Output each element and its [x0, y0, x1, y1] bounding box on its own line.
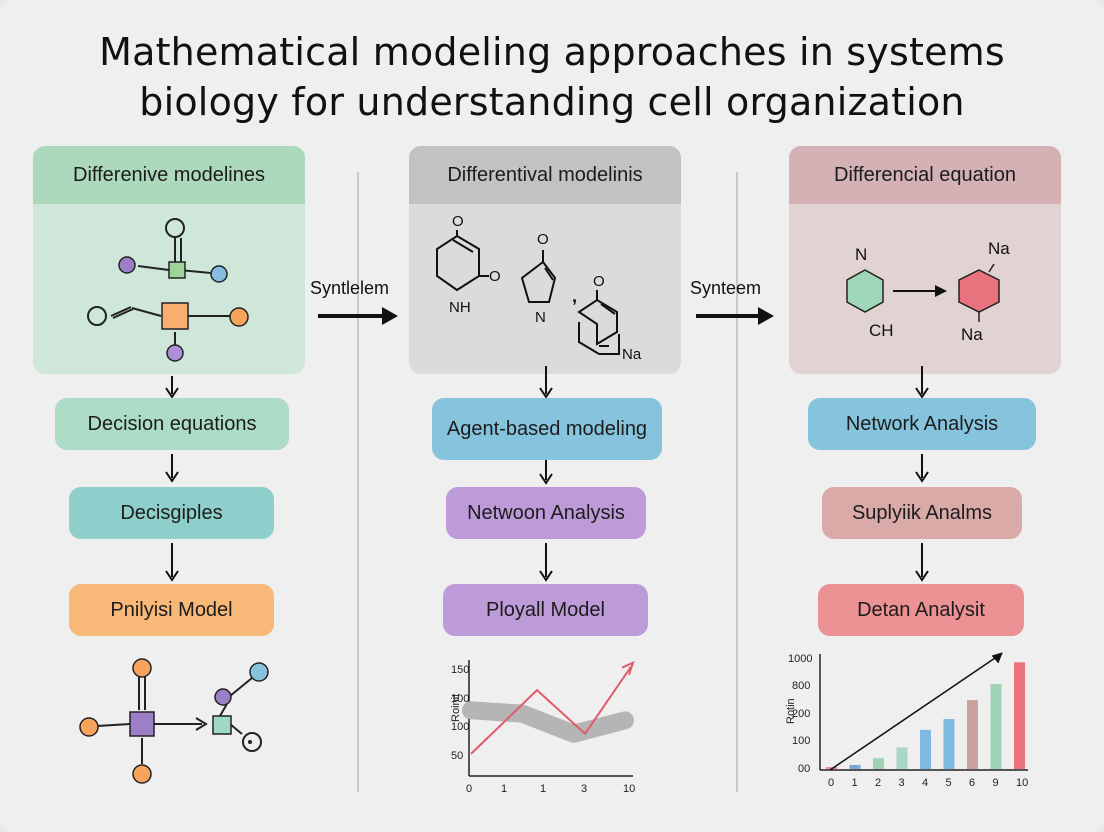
chart1-ytick-2: 100 [451, 721, 469, 733]
arrow-down-icon [539, 460, 553, 485]
mol3-label-ch: CH [869, 321, 894, 340]
arrow-down-icon [539, 543, 553, 582]
molecule-reaction-icon: N Na CH Na [846, 239, 1010, 344]
chart2-ytick-3: 100 [792, 735, 810, 747]
title-line-1: Mathematical modeling approaches in syst… [99, 30, 1005, 74]
step-pnilyisi-model: Pnilyisi Model [69, 584, 274, 636]
step-suplyiik-analms: Suplyiik Analms [822, 487, 1022, 539]
chart1-ytick-0: 150 [451, 664, 469, 676]
bar-3 [896, 747, 908, 769]
bar-2 [873, 758, 884, 769]
chart1-xtick-4: 10 [623, 783, 635, 795]
bar-0 [826, 767, 837, 769]
chart2-xtick-6: 6 [969, 777, 975, 789]
mol-label-o1: O [452, 213, 464, 230]
arrow-label-1: Syntlelem [310, 278, 390, 298]
chart2-xtick-0: 0 [828, 777, 834, 789]
line-chart: Roinit 150 100 100 50 0 1 1 3 10 [450, 660, 635, 795]
mol3-label-na2: Na [961, 325, 983, 344]
panel-differenive-modelines: Differenive modelines [33, 146, 305, 374]
bar-4 [920, 729, 931, 769]
chart2-ytick-1: 800 [792, 680, 810, 692]
mol3-label-na1: Na [988, 239, 1010, 258]
arrow-down-icon [915, 543, 929, 582]
bar-6 [967, 700, 978, 769]
mol-label-comma: , [572, 286, 577, 306]
series-line-red [470, 666, 632, 755]
panel-header-1: Differenive modelines [33, 146, 305, 204]
divider-right [736, 172, 738, 792]
chart2-xtick-1: 1 [852, 777, 858, 789]
trend-arrowhead [991, 652, 1003, 664]
bar-1 [849, 764, 861, 769]
step-decisgiples: Decisgiples [69, 487, 274, 539]
mol-label-nh: NH [449, 299, 471, 316]
chart2-xtick-8: 10 [1016, 777, 1028, 789]
chart2-ytick-0: 1000 [788, 653, 812, 665]
chart1-xtick-1: 1 [501, 783, 507, 795]
mol-label-o3: O [537, 231, 549, 248]
step-decision-equations: Decision equations [55, 398, 289, 450]
series-line-gray [462, 701, 634, 743]
chart2-ytick-2: 200 [792, 708, 810, 720]
step-network-analysis: Network Analysis [808, 398, 1036, 450]
chart1-ylabel: Roinit [450, 694, 462, 722]
mol-label-o4: O [593, 273, 605, 290]
series-arrowhead [621, 660, 635, 676]
title-line-2: biology for understanding cell organizat… [139, 80, 965, 124]
chart1-xtick-3: 3 [581, 783, 587, 795]
network-diagram-icon [87, 218, 249, 362]
arrow-down-icon [165, 376, 179, 399]
arrow-down-icon [539, 366, 553, 399]
arrow-right-icon [318, 307, 398, 325]
bar-9 [990, 683, 1002, 769]
bar-10 [1014, 662, 1025, 769]
chart1-ytick-3: 50 [451, 750, 463, 762]
panel-header-2: Differentival modelinis [409, 146, 681, 204]
network-graph-icon [79, 658, 269, 784]
arrow-down-icon [915, 454, 929, 483]
chart2-xtick-4: 4 [922, 777, 928, 789]
arrow-label-2: Synteem [690, 278, 762, 298]
chart2-xtick-3: 3 [899, 777, 905, 789]
chart2-ylabel: Rotin [785, 698, 797, 724]
mol3-label-n: N [855, 245, 867, 264]
arrow-down-icon [915, 366, 929, 399]
arrow-down-icon [165, 454, 179, 483]
chart1-xtick-0: 0 [466, 783, 472, 795]
arrow-right-icon [696, 307, 774, 325]
step-detan-analysit: Detan Analysit [818, 584, 1024, 636]
chart2-xtick-2: 2 [875, 777, 881, 789]
mol-label-o2: O [489, 268, 501, 285]
arrow-down-icon [165, 543, 179, 582]
chart2-xtick-5: 5 [946, 777, 952, 789]
panel-differentival-modelinis: Differentival modelinis O [409, 146, 681, 374]
divider-left [357, 172, 359, 792]
trend-arrow [829, 655, 999, 771]
bar-5 [943, 719, 955, 769]
panel-differencial-equation: Differencial equation N Na CH Na [789, 146, 1061, 374]
panel-header-3: Differencial equation [789, 146, 1061, 204]
chart2-xtick-7: 9 [993, 777, 999, 789]
molecule-structures-icon: O O NH O N , O Na [436, 213, 642, 363]
step-agent-based-modeling: Agent-based modeling [432, 398, 662, 460]
bar-chart: Rotin 1000 800 200 100 00 0 1 2 3 4 5 6 9 10 [785, 652, 1028, 789]
mol-label-na: Na [622, 346, 642, 363]
chart1-xtick-2: 1 [540, 783, 546, 795]
chart2-ytick-4: 00 [798, 763, 810, 775]
step-netwoon-analysis: Netwoon Analysis [446, 487, 646, 539]
mol-label-n: N [535, 309, 546, 326]
chart1-ytick-1: 100 [451, 693, 469, 705]
step-ployall-model: Ployall Model [443, 584, 648, 636]
